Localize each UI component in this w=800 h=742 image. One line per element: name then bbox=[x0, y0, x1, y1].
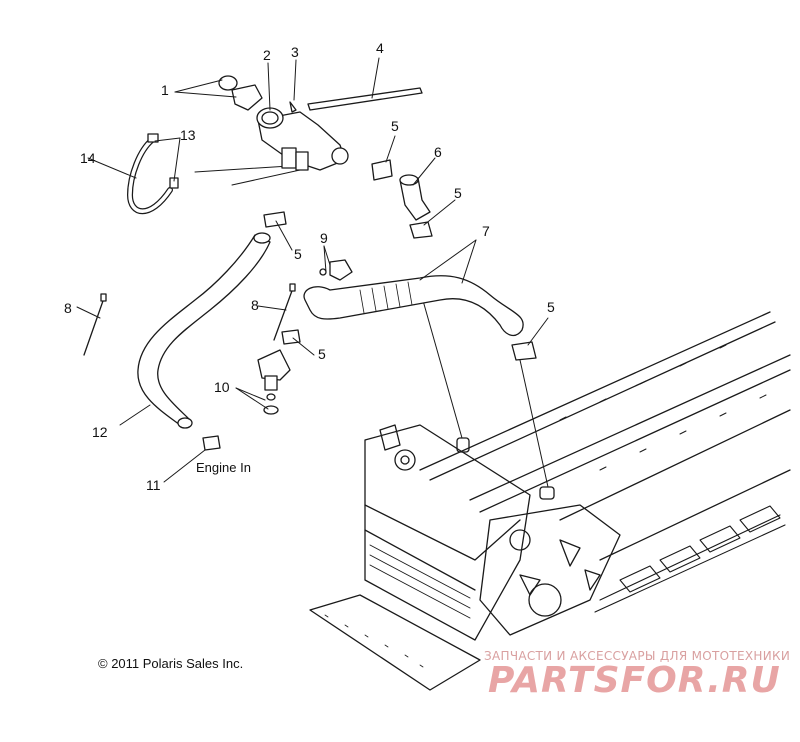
callout-5a: 5 bbox=[391, 118, 399, 134]
cable-tie-center bbox=[273, 283, 296, 341]
bolt bbox=[289, 101, 297, 113]
callout-8a: 8 bbox=[64, 300, 72, 316]
callout-7: 7 bbox=[482, 223, 490, 239]
watermark-tagline: ЗАПЧАСТИ И АКСЕССУАРЫ ДЛЯ МОТОТЕХНИКИ bbox=[484, 649, 791, 663]
callout-10: 10 bbox=[214, 379, 230, 395]
callout-6: 6 bbox=[434, 144, 442, 160]
clamp bbox=[263, 159, 537, 361]
callout-5b: 5 bbox=[454, 185, 462, 201]
bracket bbox=[319, 259, 353, 281]
callout-1: 1 bbox=[161, 82, 169, 98]
thermostat-housing bbox=[257, 349, 291, 415]
cap-gasket bbox=[218, 75, 263, 111]
watermark-logo: PARTSFOR.RU bbox=[488, 660, 781, 701]
long-hose bbox=[137, 232, 271, 429]
callout-13: 13 bbox=[180, 127, 196, 143]
callout-5d: 5 bbox=[318, 346, 326, 362]
engine-in-label: Engine In bbox=[196, 460, 251, 475]
callout-14: 14 bbox=[80, 150, 96, 166]
callout-5e: 5 bbox=[547, 299, 555, 315]
cable-tie-left bbox=[83, 293, 107, 356]
main-hose bbox=[303, 275, 524, 337]
callout-numbers: 1 2 3 4 5 5 5 5 5 6 7 8 8 9 10 11 12 13 … bbox=[64, 40, 555, 493]
small-hose bbox=[127, 133, 179, 215]
callout-leaders bbox=[76, 57, 549, 483]
chassis-tunnel bbox=[309, 311, 791, 691]
callout-11: 11 bbox=[146, 477, 161, 493]
callout-5c: 5 bbox=[294, 246, 302, 262]
callout-4: 4 bbox=[376, 40, 384, 56]
rod bbox=[307, 87, 423, 111]
elbow-hose bbox=[399, 174, 431, 221]
callout-2: 2 bbox=[263, 47, 271, 63]
callout-9: 9 bbox=[320, 230, 328, 246]
callout-3: 3 bbox=[291, 44, 299, 60]
callout-12: 12 bbox=[92, 424, 108, 440]
copyright-text: © 2011 Polaris Sales Inc. bbox=[98, 656, 244, 671]
callout-8b: 8 bbox=[251, 297, 259, 313]
engine-in-clamp bbox=[202, 435, 221, 451]
filler-neck-housing bbox=[256, 107, 349, 171]
